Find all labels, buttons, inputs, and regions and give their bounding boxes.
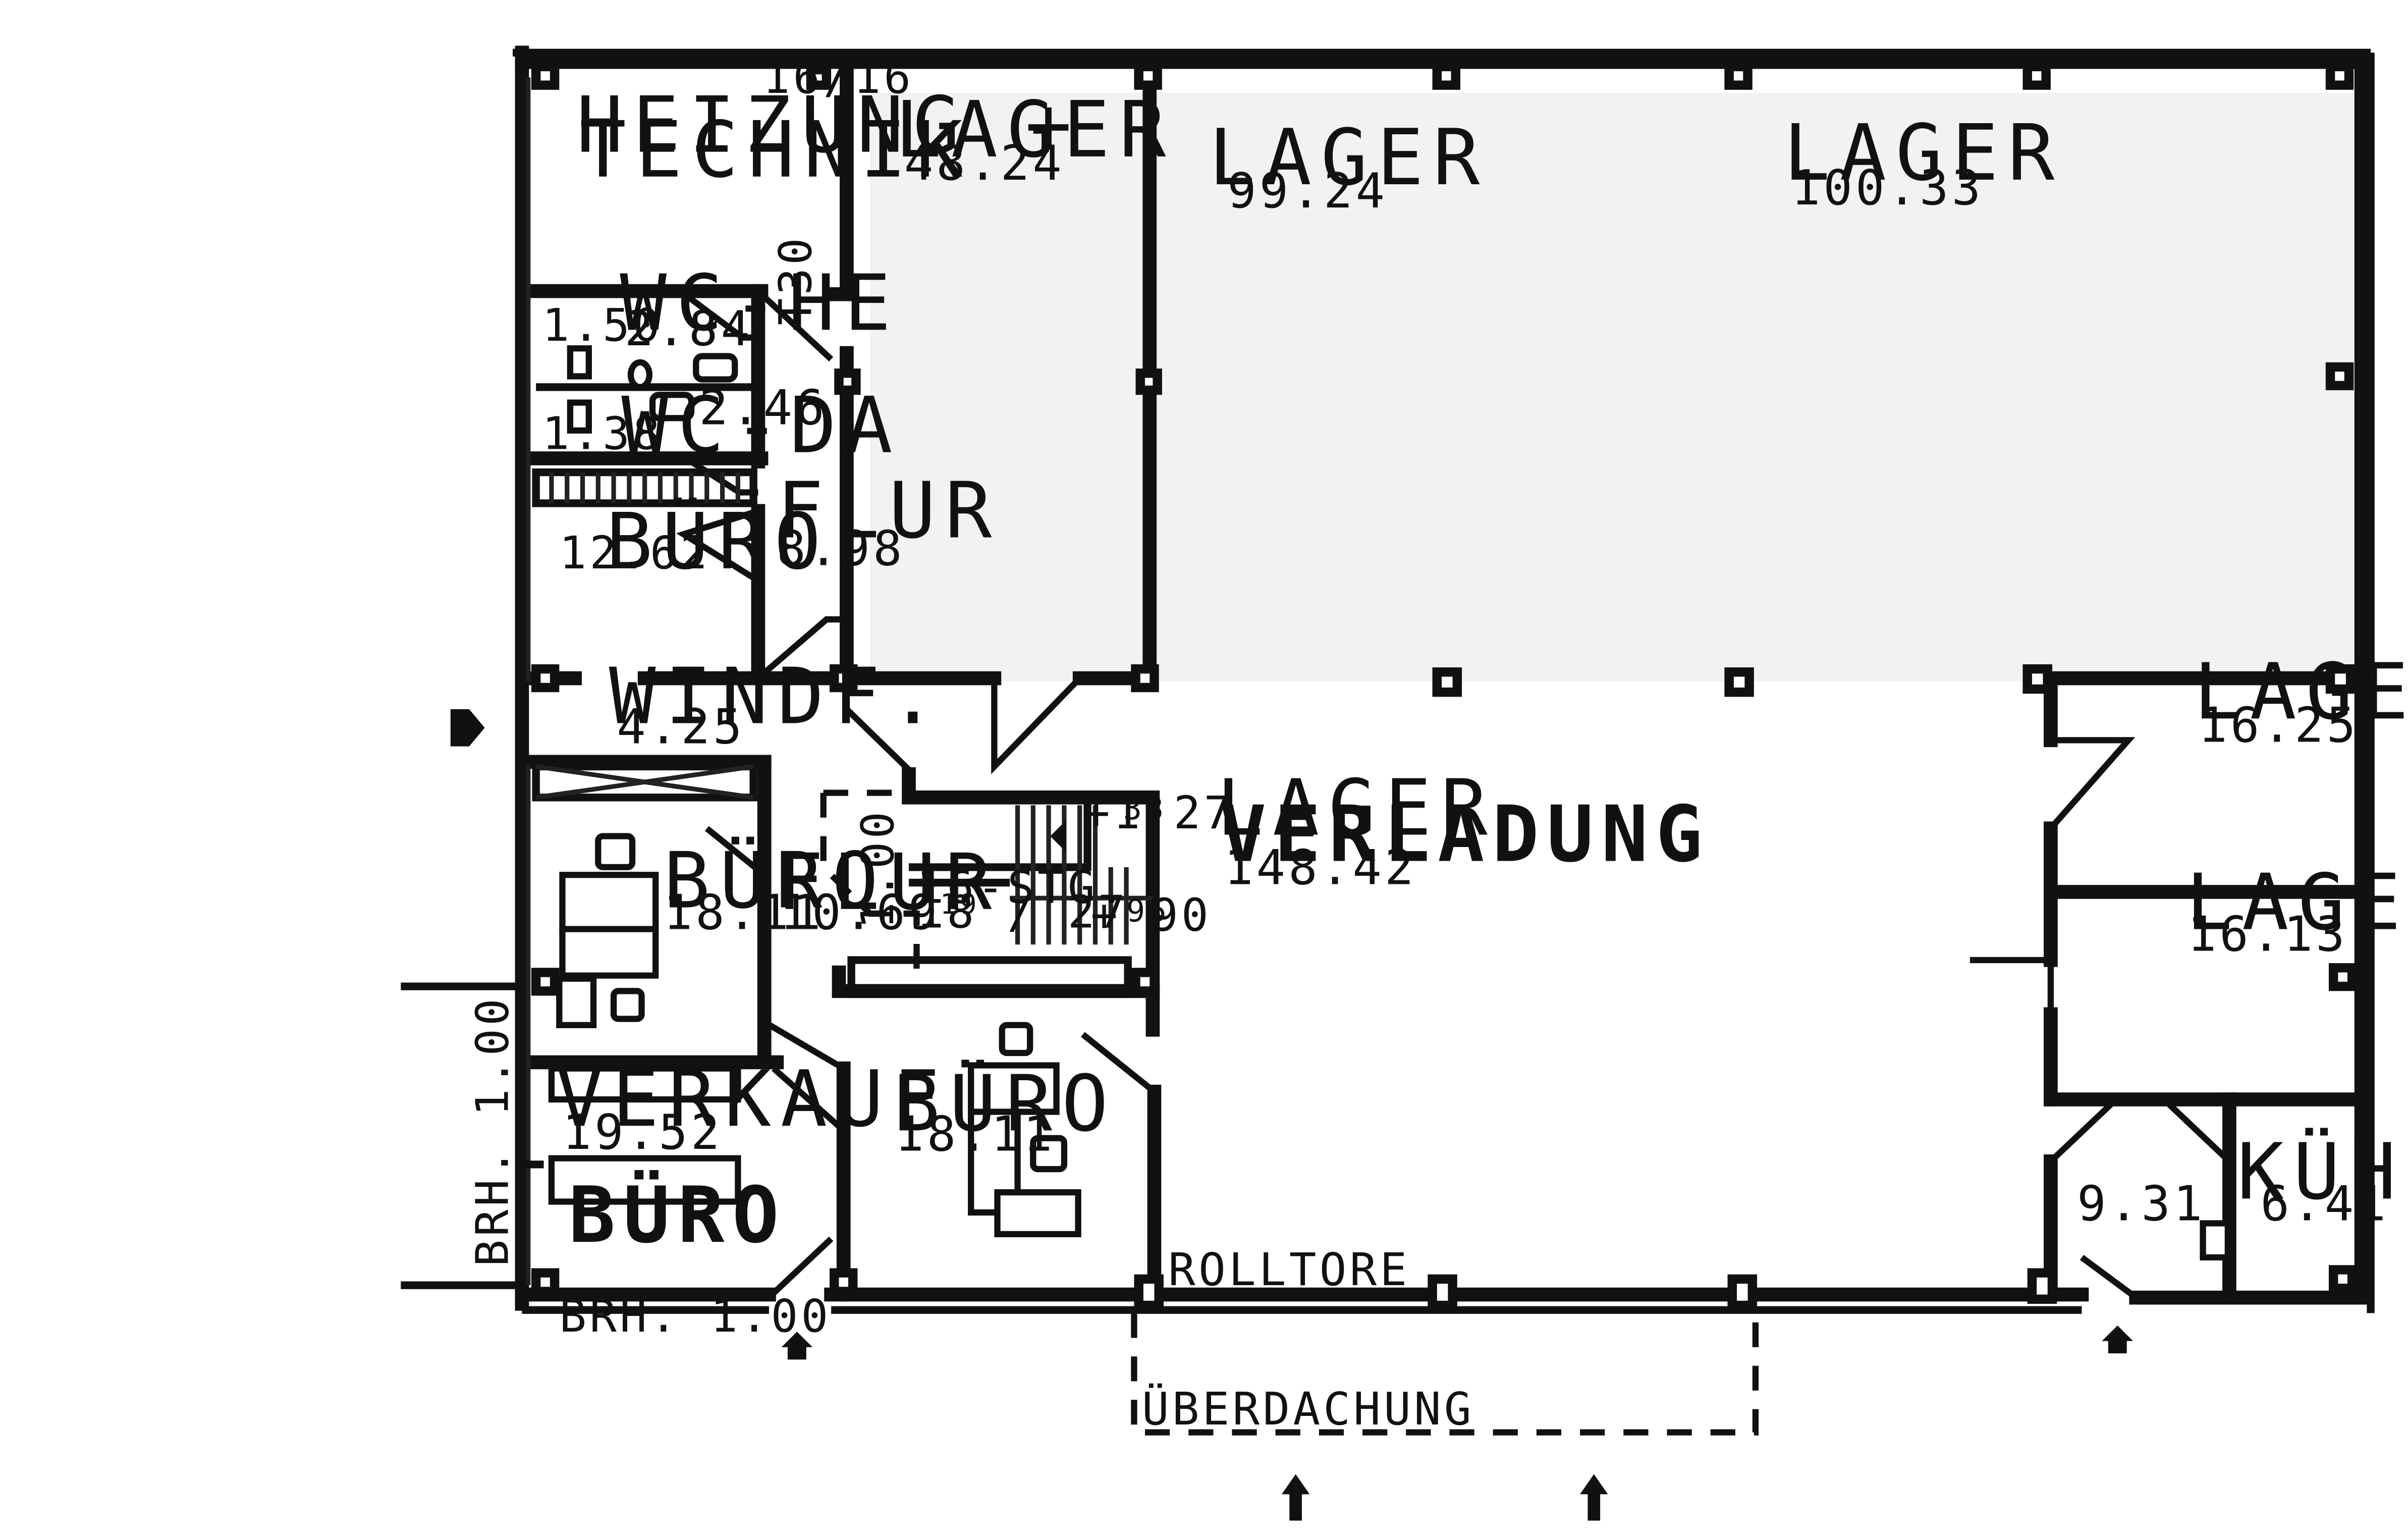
furniture	[548, 345, 2231, 1261]
label-t30: T30	[770, 235, 822, 325]
entrance-arrow-west	[450, 709, 485, 747]
label-wc-he-small: 1.50	[542, 299, 663, 352]
label-flur-mid: FLUR	[777, 837, 1001, 928]
label-lager-e: LAGER	[2186, 858, 2408, 948]
label-buero-mid: BÜRO	[664, 836, 888, 926]
label-stair-dim: 18 / 27	[916, 886, 1128, 939]
label-kuehl-area: 6.41	[2261, 1176, 2389, 1232]
label-kuehl: KÜHL.	[2237, 1127, 2408, 1218]
label-lager-verladung-2: VERLADUNG	[1220, 789, 1711, 880]
label-lager-d-area: 16.25	[2198, 698, 2359, 754]
label-verkauf: VERKAUF	[556, 1054, 949, 1144]
label-lager-c-area: 100.33	[1791, 161, 1984, 216]
label-buero-mid-area: 18.11	[664, 885, 824, 941]
label-lager-b-area: 99.24	[1227, 164, 1388, 219]
label-lager-verladung-1: LAGER	[1217, 763, 1497, 854]
door-swings	[676, 288, 2232, 1300]
label-verkauf-buero: BÜRO	[569, 1170, 787, 1261]
label-buero-top-area: 12.62	[559, 527, 710, 579]
label-lager-e-area: 16.13	[2187, 907, 2348, 963]
label-lager-b: LAGER	[1209, 113, 1489, 203]
label-wc-he-area: 2.84	[625, 301, 753, 357]
label-heizung-1: HEIZUNG +	[576, 80, 1081, 171]
label-brh-vertical: BRH. 1.00	[467, 995, 519, 1266]
label-lager-a-area: 48.24	[904, 136, 1065, 191]
label-wc-da-area: 2.46	[699, 381, 827, 436]
label-buero-bottom: BÜRO	[893, 1059, 1118, 1149]
label-rolltore: ROLLTORE	[1168, 1244, 1410, 1296]
label-heizung-area: 16/16	[763, 51, 914, 104]
label-flur-mid-area: 10.69	[780, 885, 941, 941]
label-level-top: +1.27	[1083, 787, 1234, 839]
label-lager-a: LAGER	[895, 85, 1175, 175]
label-buero-bottom-area: 18.11	[895, 1106, 1055, 1162]
label-wc-he: WC-HE	[620, 258, 900, 349]
label-lager-c: LAGER	[1783, 108, 2064, 198]
label-level-top-sup: 33	[1123, 791, 1167, 827]
label-buero-top: BÜRO	[606, 497, 831, 587]
label-lager-verladung-area: 148.42	[1224, 840, 1417, 896]
scan-shading	[870, 93, 2362, 681]
label-vorraum-area: 9.31	[2077, 1176, 2205, 1232]
staircase	[820, 789, 1153, 991]
label-level-bottom-sup: 95	[1126, 893, 1170, 929]
dimension-lines	[401, 982, 544, 1289]
label-stair: 16-STG.	[916, 862, 1128, 914]
label-ueberdachung: ÜBERDACHUNG	[1142, 1383, 1474, 1436]
label-windf: WINDF.	[609, 652, 946, 742]
entrance-arrow-loading-1	[1281, 1474, 1310, 1521]
window-hatching	[526, 77, 1132, 1286]
label-heizung-2: TECHNIK	[579, 105, 972, 195]
room-labels: HEIZUNG + TECHNIK 16/16 LAGER 48.24 LAGE…	[467, 51, 2408, 1436]
label-lager-d: LAGER	[2194, 647, 2408, 737]
label-dim-1-00: 1.00	[852, 809, 904, 929]
interior-walls	[521, 63, 2369, 1302]
entrance-arrow-south-right	[2102, 1325, 2133, 1354]
entrance-arrow-loading-2	[1580, 1474, 1608, 1521]
label-brh-bottom: BRH. 1.00	[559, 1290, 831, 1343]
label-wc-da: WC-DA	[621, 381, 902, 471]
label-level-bottom: + 90	[1090, 889, 1212, 942]
overhang-outline	[1131, 1313, 1759, 1436]
label-wc-da-small: 1.38	[542, 408, 663, 460]
label-verkauf-area: 19.52	[562, 1105, 723, 1160]
label-windf-area: 4.25	[617, 700, 745, 755]
entrance-arrow-south-left	[781, 1332, 813, 1360]
label-flur-top-area: 8.98	[777, 521, 905, 577]
label-stair-dim-sup: 19	[940, 888, 980, 921]
pillars	[531, 62, 2357, 1310]
label-flur-top: FLUR	[777, 466, 1001, 556]
entrance-arrows	[450, 709, 2133, 1521]
